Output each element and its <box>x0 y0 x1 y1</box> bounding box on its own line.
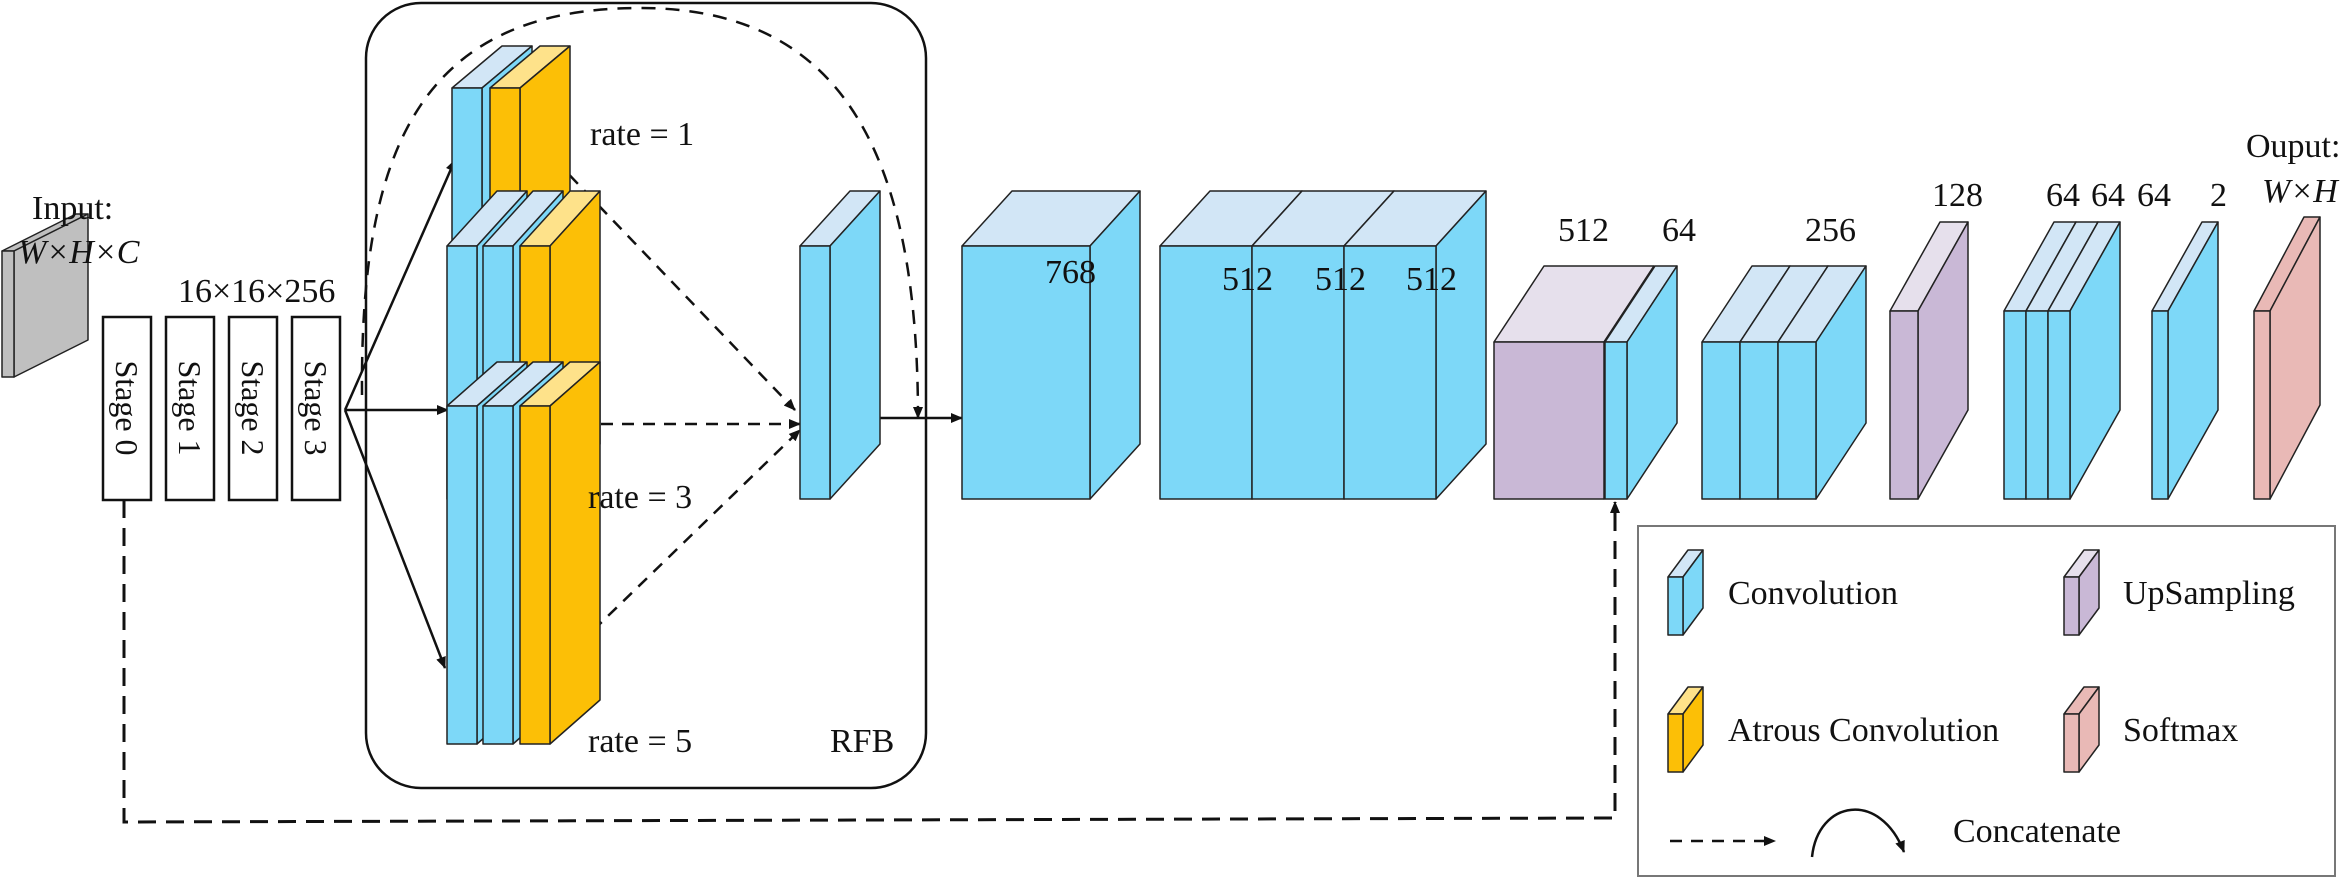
stage-0-box <box>101 315 153 502</box>
block-64-b-front <box>2003 310 2027 500</box>
block-upsample-512-front <box>1493 341 1605 500</box>
rfb-concat-block-side <box>829 190 881 500</box>
block-512-c-front <box>1343 245 1437 500</box>
block-softmax-front <box>2253 310 2271 500</box>
channels-64-a: 64 <box>1662 212 1696 249</box>
legend-curved-arrow <box>1810 808 1906 858</box>
rfb-concat-block-front <box>799 245 831 500</box>
output-dims: W×H <box>2262 173 2340 210</box>
rate-3-label: rate = 3 <box>588 479 692 516</box>
rfb-box <box>364 1 928 790</box>
channels-512-a: 512 <box>1222 261 1273 298</box>
block-768-side <box>1089 190 1141 500</box>
stage-3-label: Stage 3 <box>298 360 334 455</box>
block-upsample-128-front <box>1889 310 1919 500</box>
block-64-d-front <box>2047 310 2071 500</box>
channels-512-b: 512 <box>1315 261 1366 298</box>
dashed-skip-connection <box>122 500 1620 824</box>
dashed-branch-1-to-concat <box>554 159 796 411</box>
rate-1-label: rate = 1 <box>590 116 694 153</box>
channels-64-d: 64 <box>2137 177 2171 214</box>
labels: Input: W×H×C 16×16×256 rate = 1 rate = 3… <box>18 116 2340 850</box>
input-block-front <box>1 250 15 378</box>
block-256-b-front <box>1739 341 1779 500</box>
channels-64-c: 64 <box>2091 177 2125 214</box>
stage-1-label: Stage 1 <box>172 360 208 455</box>
input-dims: W×H×C <box>18 234 140 271</box>
branch3-atrous-side <box>549 361 601 745</box>
branch3-atrous-front <box>519 405 551 745</box>
block-256-a-front <box>1701 341 1741 500</box>
stage-0-label: Stage 0 <box>109 360 145 455</box>
channels-2: 2 <box>2210 177 2227 214</box>
output-title: Ouput: <box>2246 128 2340 165</box>
channels-512-c: 512 <box>1406 261 1457 298</box>
dashed-shortcut-arc <box>360 6 923 419</box>
stage-3-box <box>290 315 342 502</box>
legend-softmax-icon-front <box>2063 713 2080 773</box>
legend-softmax-label: Softmax <box>2123 712 2238 749</box>
legend-atrous-icon-front <box>1667 713 1684 773</box>
stage-1-box <box>164 315 216 502</box>
legend-convolution-label: Convolution <box>1728 575 1898 612</box>
channels-upsample-128: 128 <box>1932 177 1983 214</box>
branch3-conv-b-front <box>482 405 514 745</box>
stage-2-box <box>227 315 279 502</box>
block-2-front <box>2151 310 2169 500</box>
block-256-c-front <box>1777 341 1817 500</box>
rate-5-label: rate = 5 <box>588 723 692 760</box>
rfb-label: RFB <box>830 723 894 760</box>
legend-box <box>1637 525 2336 877</box>
block-768-front <box>961 245 1091 500</box>
channels-256: 256 <box>1805 212 1856 249</box>
block-64-a-front <box>1604 341 1628 500</box>
channels-upsample-512: 512 <box>1558 212 1609 249</box>
dashed-branch-3-to-concat <box>577 429 801 646</box>
backbone-stages: Stage 0 Stage 1 Stage 2 Stage 3 <box>101 315 342 502</box>
legend-conv-icon-front <box>1667 576 1684 636</box>
legend-atrous-label: Atrous Convolution <box>1728 712 1999 749</box>
branch3-conv-a-front <box>446 405 478 745</box>
input-title: Input: <box>32 190 113 227</box>
stage-2-label: Stage 2 <box>235 360 271 455</box>
legend-upsampling-label: UpSampling <box>2123 575 2295 612</box>
blocks-layer <box>1 45 2321 773</box>
legend-concatenate-label: Concatenate <box>1953 813 2121 850</box>
legend-upsample-icon-front <box>2063 576 2080 636</box>
arrow-to-branch-1 <box>343 159 457 411</box>
connections <box>122 6 1906 858</box>
arrow-to-branch-3 <box>343 409 447 669</box>
stage-output-dims: 16×16×256 <box>178 273 335 310</box>
channels-64-b: 64 <box>2046 177 2080 214</box>
block-512-c-side <box>1435 190 1487 500</box>
channels-768: 768 <box>1045 254 1096 291</box>
block-64-c-front <box>2025 310 2049 500</box>
